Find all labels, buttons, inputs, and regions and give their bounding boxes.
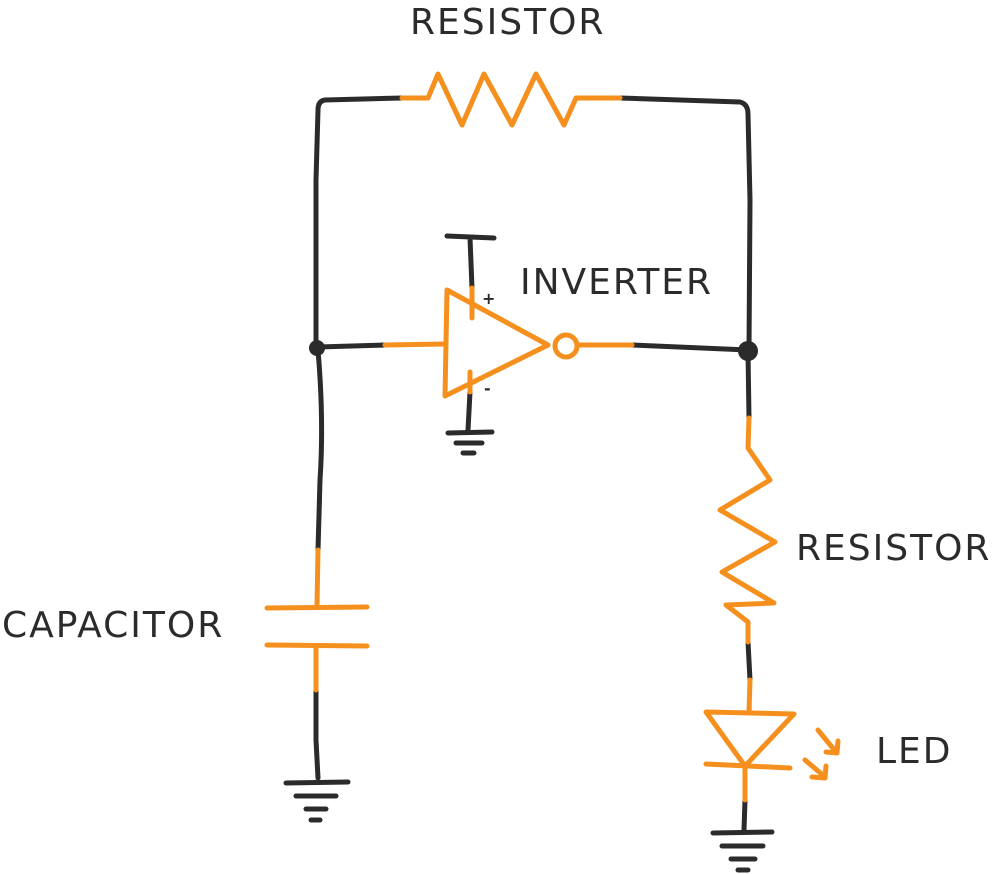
inverter-ground-symbol — [445, 429, 495, 456]
led-light-arrows-icon — [802, 727, 841, 781]
capacitor-top-lead — [314, 547, 321, 609]
led — [703, 677, 841, 803]
inverter-label: INVERTER — [520, 262, 713, 303]
right-vertical-wire — [745, 349, 752, 421]
top-resistor-label: RESISTOR — [410, 2, 605, 43]
inverter-minus-sign: - — [484, 379, 491, 398]
right-resistor — [717, 415, 778, 645]
capacitor — [264, 547, 370, 693]
inverter-plus-sign: + — [482, 289, 495, 308]
left-junction-dot — [309, 340, 325, 356]
resistor-to-led-wire — [745, 639, 753, 683]
left-vertical-wire — [315, 347, 325, 553]
led-bar — [703, 761, 793, 771]
inverter-bubble — [552, 332, 580, 360]
led-triangle — [703, 709, 797, 769]
right-junction-dot — [738, 341, 758, 361]
capacitor-label: CAPACITOR — [2, 605, 224, 646]
inverter-triangle — [442, 287, 551, 399]
led-ground-symbol — [710, 829, 775, 873]
wires — [313, 95, 753, 833]
output-wire — [629, 342, 751, 353]
right-resistor-label: RESISTOR — [796, 528, 991, 569]
led-top-lead — [746, 677, 753, 715]
top-left-wire — [313, 95, 405, 351]
led-to-ground-wire — [741, 797, 748, 833]
inverter-supply-wire — [444, 233, 497, 291]
led-label: LED — [876, 731, 953, 772]
cap-to-ground-wire — [313, 687, 321, 781]
capacitor-ground-symbol — [283, 779, 351, 823]
top-right-wire — [617, 95, 753, 353]
inverter-ground-wire — [465, 389, 473, 433]
inverter-input-lead — [382, 341, 449, 348]
inverter — [382, 285, 635, 399]
capacitor-top-plate — [264, 604, 370, 611]
input-wire — [315, 342, 388, 350]
top-resistor — [399, 71, 623, 128]
